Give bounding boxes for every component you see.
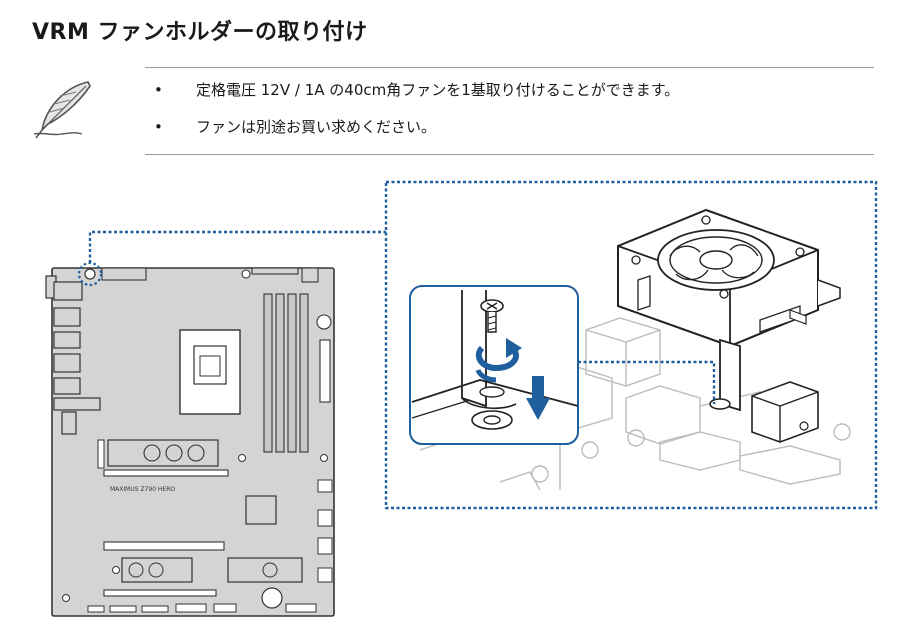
leader-line: [88, 230, 386, 263]
list-item: •定格電圧 12V / 1A の40cm角ファンを1基取り付けることができます。: [154, 81, 680, 99]
note-text: ファンは別途お買い求めください。: [196, 118, 437, 136]
screw-icon: [480, 299, 504, 333]
arrow-down-icon: [526, 376, 550, 420]
feather-pen-icon: [33, 81, 91, 139]
callout-connector: [578, 360, 716, 404]
notes-list: •定格電圧 12V / 1A の40cm角ファンを1基取り付けることができます。…: [150, 80, 679, 137]
list-item: •ファンは別途お買い求めください。: [154, 118, 437, 136]
notes-bottom-rule: [145, 154, 874, 155]
motherboard: MAXIMUS Z790 HERO: [45, 261, 335, 617]
board-model-label: MAXIMUS Z790 HERO: [110, 486, 175, 493]
detail-frame: [384, 180, 878, 510]
notes-top-rule: [145, 67, 874, 68]
page-title: VRM ファンホルダーの取り付け: [32, 20, 368, 45]
installation-diagram: MAXIMUS Z790 HERO: [45, 180, 878, 617]
fan-illustration: [617, 208, 841, 443]
rotate-clockwise-icon: [475, 338, 522, 383]
note-text: 定格電圧 12V / 1A の40cm角ファンを1基取り付けることができます。: [196, 81, 680, 99]
